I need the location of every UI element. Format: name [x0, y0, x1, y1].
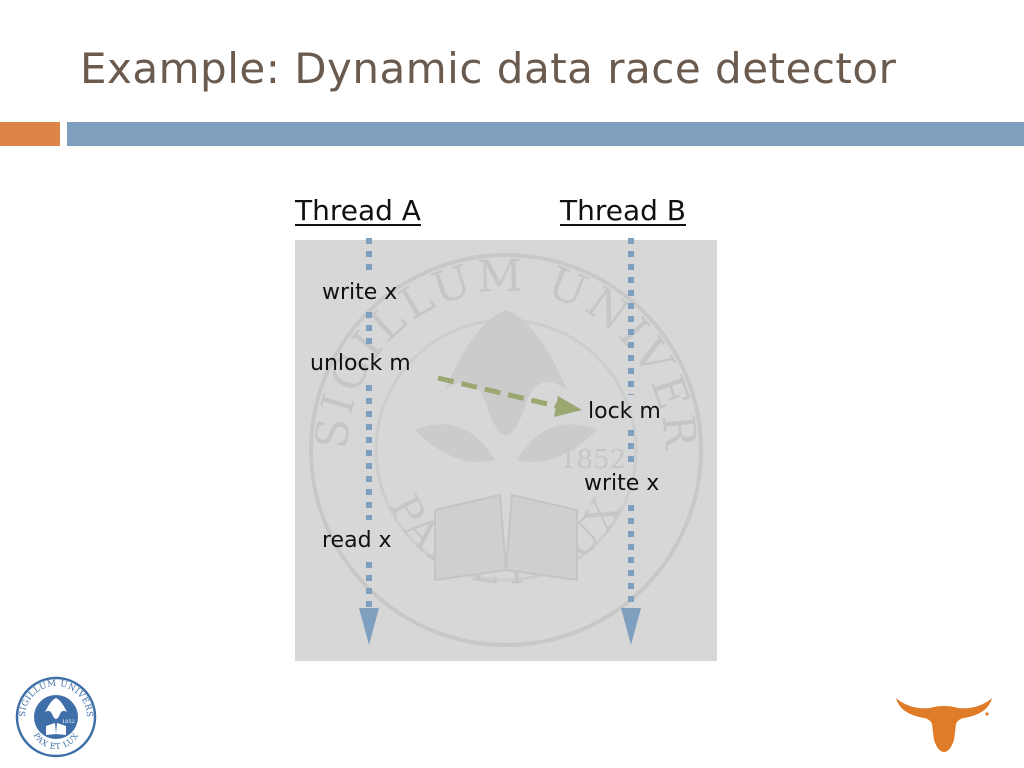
- thread-a-arrowhead-icon: [359, 608, 379, 645]
- thread-b-op-write: write x: [584, 471, 660, 496]
- longhorn-icon: [896, 698, 992, 752]
- logo-seal-year: 1852: [62, 719, 75, 725]
- thread-a-op-read: read x: [322, 528, 392, 553]
- thread-a-op-unlock: unlock m: [310, 351, 411, 376]
- thread-b-arrowhead-icon: [621, 608, 641, 645]
- thread-b-header: Thread B: [560, 194, 687, 227]
- slide-title: Example: Dynamic data race detector: [80, 44, 897, 93]
- thread-a-op-write: write x: [322, 280, 398, 305]
- sync-arrow: [437, 375, 561, 410]
- accent-bar-orange: [0, 122, 60, 146]
- sync-arrowhead-icon: [554, 396, 582, 417]
- thread-a-header: Thread A: [295, 194, 421, 227]
- accent-bar-blue: [67, 122, 1024, 146]
- thread-b-op-lock: lock m: [588, 399, 661, 424]
- seal-year: 1852: [560, 445, 626, 475]
- tufts-seal-icon: SIGILLUM UNIVERSITATIS TUFTENSIS PAX ET …: [15, 676, 97, 758]
